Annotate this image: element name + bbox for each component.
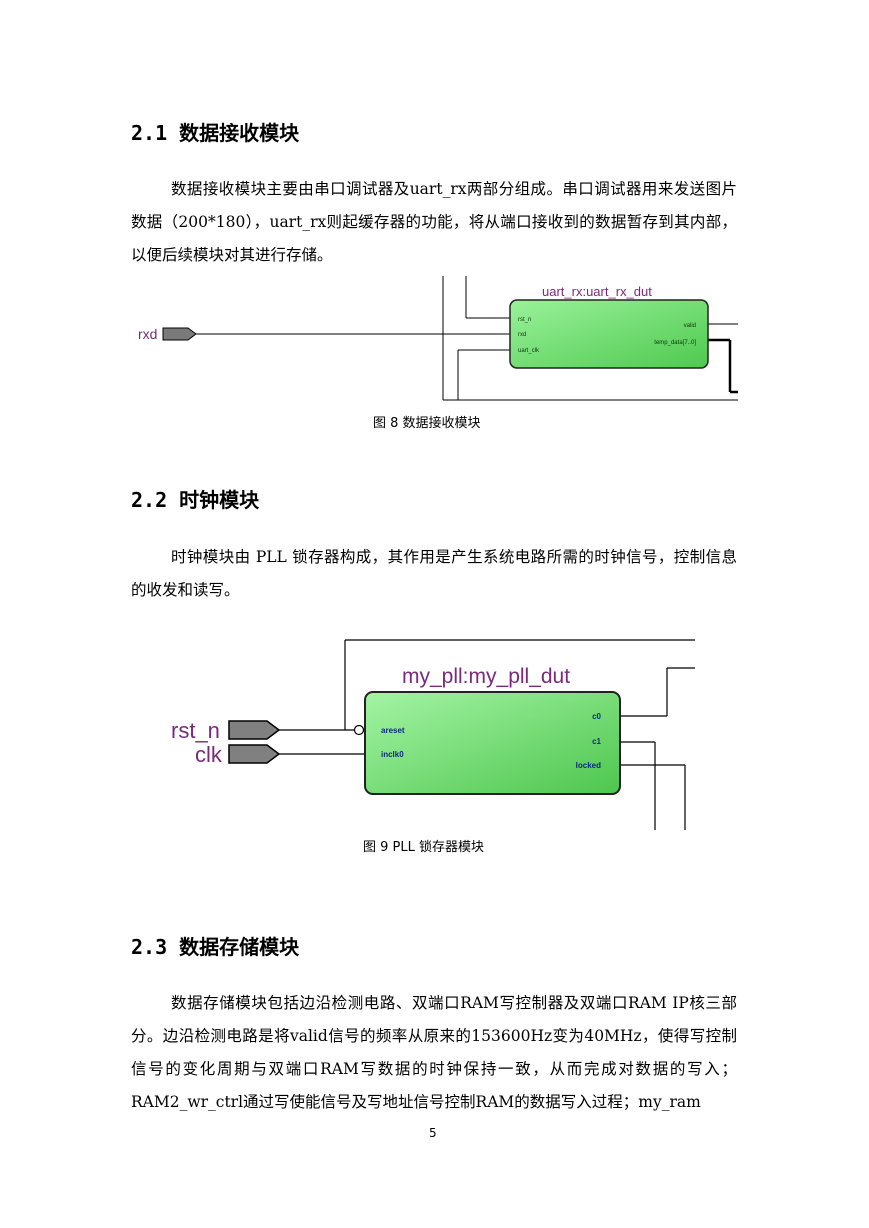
- input-pin-clk: clk: [195, 742, 281, 767]
- figure-pll: rst_n clk my_pll:my_pll_dut areset inclk…: [171, 639, 695, 830]
- input-pin-rxd: rxd: [138, 326, 197, 342]
- block-title: uart_rx:uart_rx_dut: [542, 284, 652, 299]
- port-label: valid: [684, 323, 696, 329]
- section-heading-2-2: 2.2 时钟模块: [131, 488, 260, 512]
- paragraph-text: 时钟模块由 PLL 锁存器构成，其作用是产生系统电路所需的时钟信号，控制信息的收…: [131, 548, 737, 599]
- port-label: c1: [592, 737, 601, 746]
- pin-label: rxd: [138, 326, 157, 342]
- port-label: rxd: [518, 332, 526, 338]
- section-heading-2-3: 2.3 数据存储模块: [131, 935, 300, 959]
- figure-uart-rx: rxd uart_rx:uart_rx_dut rst_n rxd uart_c…: [138, 276, 738, 401]
- port-label: temp_data[7..0]: [654, 340, 696, 346]
- figure-caption-8: 图 8 数据接收模块: [373, 416, 481, 431]
- uart-rx-block: uart_rx:uart_rx_dut rst_n rxd uart_clk v…: [509, 284, 709, 369]
- paragraph-storage: 数据存储模块包括边沿检测电路、双端口RAM写控制器及双端口RAM IP核三部分。…: [131, 987, 737, 1119]
- port-label: rst_n: [518, 317, 531, 323]
- port-label: areset: [381, 726, 405, 735]
- pin-label: rst_n: [171, 718, 220, 743]
- page-number: 5: [429, 1126, 437, 1140]
- port-label: uart_clk: [518, 348, 540, 354]
- figure-caption-9: 图 9 PLL 锁存器模块: [363, 840, 484, 855]
- pll-block: my_pll:my_pll_dut areset inclk0 c0 c1 lo…: [364, 665, 621, 795]
- section-heading-2-1: 2.1 数据接收模块: [131, 121, 300, 145]
- paragraph-text: 数据存储模块包括边沿检测电路、双端口RAM写控制器及双端口RAM IP核三部分。…: [131, 994, 737, 1111]
- paragraph-clock: 时钟模块由 PLL 锁存器构成，其作用是产生系统电路所需的时钟信号，控制信息的收…: [131, 541, 737, 607]
- port-label: inclk0: [381, 750, 404, 759]
- block-title: my_pll:my_pll_dut: [402, 665, 570, 688]
- paragraph-data-receive: 数据接收模块主要由串口调试器及uart_rx两部分组成。串口调试器用来发送图片数…: [131, 173, 737, 272]
- paragraph-text: 数据接收模块主要由串口调试器及uart_rx两部分组成。串口调试器用来发送图片数…: [131, 180, 737, 264]
- input-pin-rst-n: rst_n: [171, 718, 281, 743]
- pin-label: clk: [195, 742, 223, 767]
- port-label: locked: [576, 761, 601, 770]
- port-label: c0: [592, 712, 601, 721]
